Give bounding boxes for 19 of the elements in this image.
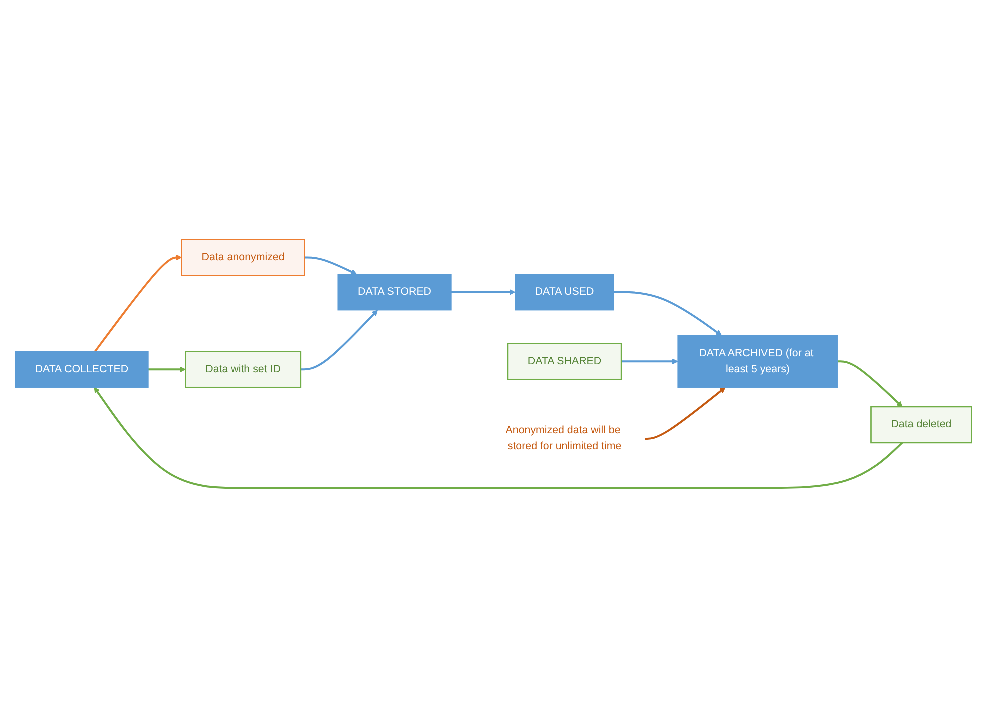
arrow bbox=[148, 366, 186, 373]
arrow bbox=[452, 289, 516, 296]
arrow bbox=[614, 291, 722, 336]
arrow bbox=[304, 256, 357, 275]
arrow bbox=[300, 310, 378, 371]
node-box: DATA SHARED bbox=[507, 343, 622, 380]
node-box: Data with set ID bbox=[185, 351, 302, 388]
node-text: Anonymized data will be stored for unlimited time bbox=[506, 424, 622, 452]
arrow bbox=[622, 358, 678, 365]
arrow bbox=[94, 387, 904, 490]
node-box: Data deleted bbox=[870, 406, 972, 444]
node-box: DATA COLLECTED bbox=[15, 351, 149, 388]
node-box: DATA ARCHIVED (for at least 5 years) bbox=[678, 335, 838, 388]
node-box: DATA USED bbox=[515, 274, 614, 311]
arrow bbox=[644, 387, 726, 440]
node-box: DATA STORED bbox=[338, 274, 452, 311]
arrow bbox=[838, 360, 903, 408]
arrow bbox=[94, 254, 182, 352]
node-box: Data anonymized bbox=[181, 239, 306, 276]
